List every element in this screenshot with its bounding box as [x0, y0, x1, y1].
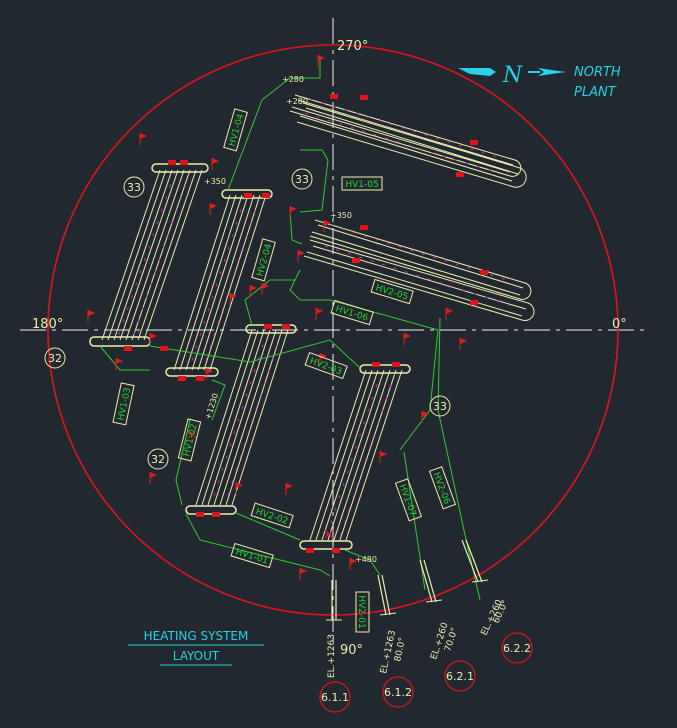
svg-text:6.2.2: 6.2.2 — [503, 642, 531, 655]
zone-marker: 33 — [291, 168, 313, 190]
angle-label-90: 90° — [340, 643, 363, 658]
heater-bundle-4 — [309, 369, 403, 541]
north-arrow: N NORTH PLANT — [458, 63, 621, 100]
line-tag-hv1-01: HV1-01 — [234, 547, 269, 566]
zone-marker: 33 — [429, 395, 451, 417]
outlet-angle-6-1-2: 80.0° — [393, 637, 408, 663]
line-tag-hv1-04: HV1-04 — [228, 113, 247, 148]
svg-text:33: 33 — [295, 173, 309, 186]
svg-text:33: 33 — [433, 400, 447, 413]
zone-marker: 33 — [123, 176, 145, 198]
line-tag-hv1-02: HV1-02 — [182, 423, 200, 458]
elevation-label: +1230 — [203, 392, 220, 421]
title-line-2: LAYOUT — [173, 649, 220, 663]
plant-label: PLANT — [574, 85, 617, 100]
outlet-ref-6-1-1: 6.1.1 — [319, 681, 351, 713]
vessel-circle — [47, 44, 619, 616]
angle-label-0: 0° — [612, 317, 627, 332]
heater-bundle-2 — [173, 194, 267, 371]
drawing-title: HEATING SYSTEM LAYOUT — [128, 629, 264, 666]
line-tag-hv2-04: HV2-04 — [256, 243, 275, 278]
svg-text:6.1.2: 6.1.2 — [384, 686, 412, 699]
elevation-label: +480 — [355, 555, 377, 564]
heater-bundle-1 — [101, 169, 203, 341]
line-tag-hv1-07: HV1-07 — [397, 483, 418, 518]
north-label: NORTH — [574, 65, 621, 80]
svg-text:32: 32 — [48, 352, 62, 365]
angle-label-270: 270° — [337, 39, 368, 54]
axis-lines — [20, 18, 650, 648]
elevation-label: +350 — [204, 177, 226, 186]
elevation-label: +280 — [286, 97, 308, 106]
svg-text:6.2.1: 6.2.1 — [446, 670, 474, 683]
zone-marker: 32 — [147, 448, 169, 470]
outlet-elevation-6-1-1: EL.+1263 — [327, 634, 337, 678]
line-tag-hv1-06: HV1-06 — [334, 304, 369, 323]
svg-text:32: 32 — [151, 453, 165, 466]
line-tag-hv2-03: HV2-03 — [308, 357, 343, 378]
elevation-label: +350 — [330, 211, 352, 220]
north-letter: N — [502, 63, 523, 88]
coil-bank-upper — [289, 94, 527, 188]
piping-network — [99, 60, 481, 601]
title-line-1: HEATING SYSTEM — [144, 629, 249, 643]
zone-marker: 32 — [44, 347, 66, 369]
line-tag-hv1-05: HV1-05 — [345, 180, 378, 190]
line-tag-hv2-01: HV2-01 — [356, 595, 366, 628]
outlet-ref-6-2-2: 6.2.2 — [501, 632, 533, 664]
line-tag-hv2-06: HV2-06 — [431, 471, 452, 506]
line-tag-hv2-05: HV2-05 — [374, 283, 409, 302]
outlet-ref-6-1-2: 6.1.2 — [382, 676, 414, 708]
line-tag-hv2-02: HV2-02 — [254, 507, 289, 527]
coil-bank-middle — [303, 219, 535, 321]
outlet-risers — [331, 539, 483, 620]
angle-label-180: 180° — [32, 317, 63, 332]
outlet-ref-6-2-1: 6.2.1 — [444, 660, 476, 692]
svg-text:33: 33 — [127, 181, 141, 194]
elevation-label: +280 — [282, 75, 304, 84]
svg-text:6.1.1: 6.1.1 — [321, 691, 349, 704]
